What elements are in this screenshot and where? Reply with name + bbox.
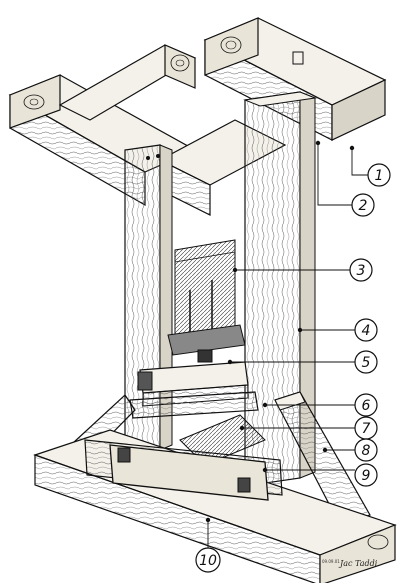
right-upright-post — [243, 91, 317, 487]
callout-9-label: 9 — [362, 468, 371, 484]
callout-10-label: 10 — [199, 553, 217, 569]
callout-3-label: 3 — [357, 263, 366, 279]
callout-10: 10 — [195, 547, 221, 573]
callout-1: 1 — [367, 163, 391, 187]
bracket-left-icon — [117, 447, 131, 463]
top-crossbeam — [8, 17, 387, 216]
signature-name: Jac Taddi — [338, 559, 378, 568]
callout-4-label: 4 — [362, 323, 371, 339]
callout-dots — [205, 140, 355, 523]
callout-4: 4 — [354, 318, 378, 342]
blade — [167, 239, 246, 363]
artist-signature: 09.09.01 Jac Taddi — [322, 559, 378, 568]
callout-2-label: 2 — [359, 198, 368, 214]
callout-7: 7 — [354, 416, 378, 440]
callout-3: 3 — [349, 258, 373, 282]
signature-date: 09.09.01 — [322, 559, 340, 564]
callout-leaders — [207, 143, 368, 548]
callout-2: 2 — [351, 193, 375, 217]
callout-1-label: 1 — [375, 168, 384, 184]
callout-6-label: 6 — [362, 398, 371, 414]
base-frame — [33, 429, 397, 583]
bracket-right-icon — [237, 477, 251, 493]
right-diagonal-brace — [274, 391, 371, 526]
callout-6: 6 — [354, 393, 378, 417]
callout-7-label: 7 — [362, 421, 371, 437]
mortise-mark-icon — [292, 51, 304, 65]
callout-9: 9 — [354, 463, 378, 487]
callout-8-label: 8 — [362, 443, 371, 459]
callout-5-label: 5 — [362, 355, 371, 371]
callout-circles: 1 2 3 4 5 6 7 8 — [195, 163, 391, 573]
callout-5: 5 — [354, 350, 378, 374]
callout-8: 8 — [354, 438, 378, 462]
